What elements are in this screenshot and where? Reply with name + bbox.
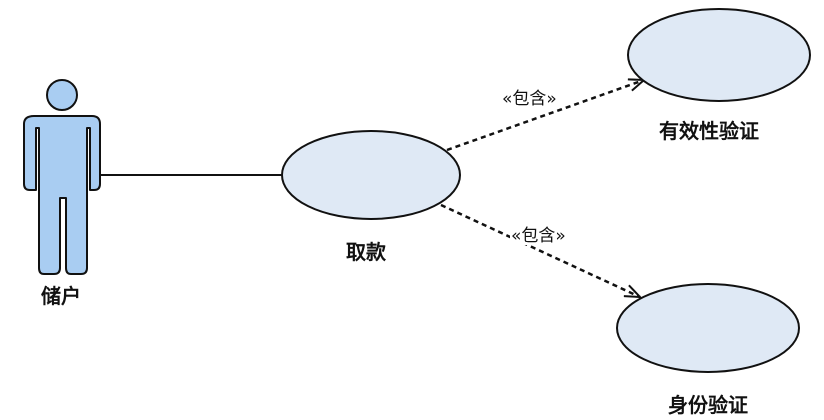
usecase-identity-check-label: 身份验证 [668, 393, 748, 417]
usecase-withdraw-label: 取款 [346, 240, 386, 264]
actor-head [46, 79, 78, 111]
actor-name-label: 储户 [41, 284, 81, 308]
include-arrow-lower [440, 203, 640, 299]
usecase-identity-check-ellipse[interactable] [616, 283, 800, 373]
include-stereotype-upper: «包含» [501, 89, 558, 109]
usecase-withdraw-ellipse[interactable] [281, 130, 461, 220]
include-stereotype-lower: «包含» [510, 226, 567, 246]
usecase-validity-check-label: 有效性验证 [659, 119, 759, 143]
usecase-validity-check-ellipse[interactable] [627, 8, 811, 102]
actor-body [23, 115, 101, 275]
actor-figure [23, 79, 101, 275]
include-arrow-upper [446, 80, 644, 152]
